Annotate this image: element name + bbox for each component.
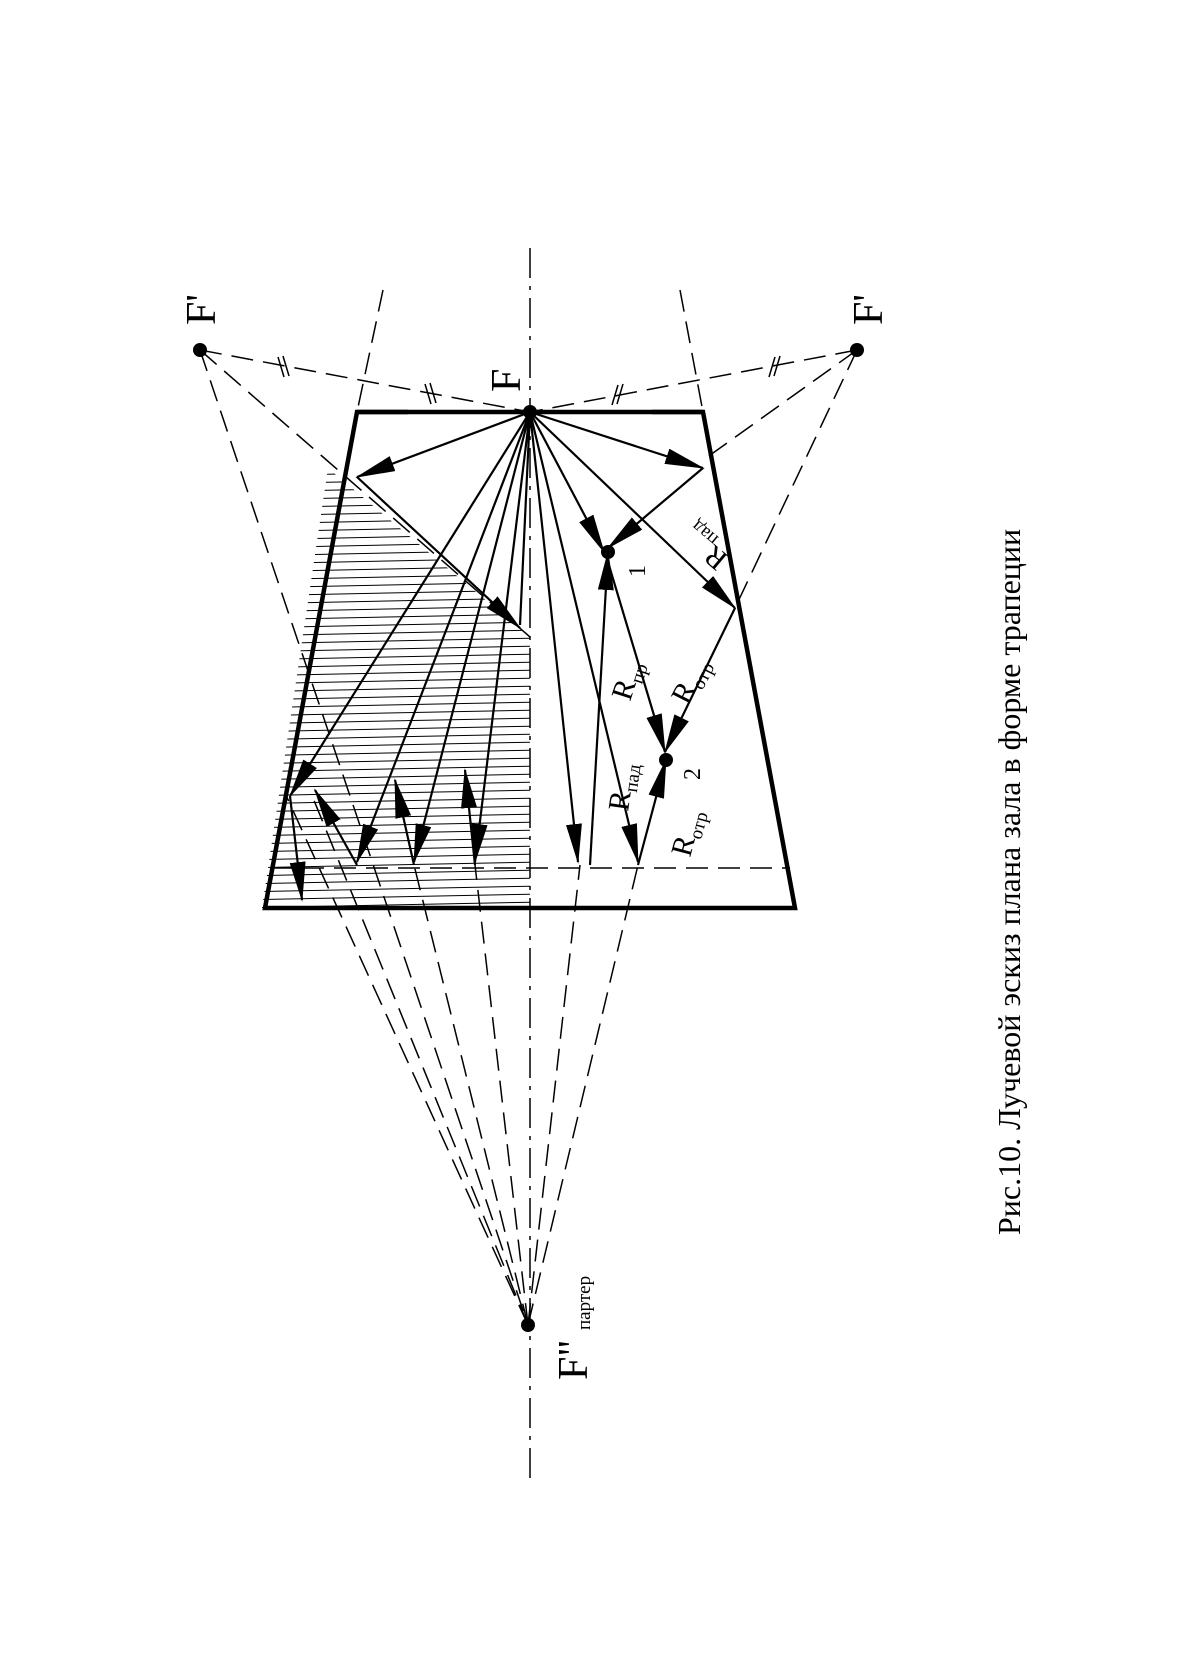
label-point-1: 1 xyxy=(625,565,651,577)
hatch-line xyxy=(262,813,530,821)
hatch-line xyxy=(262,709,530,717)
label-R-otr-upper: R отр xyxy=(665,659,719,709)
hatch-line xyxy=(262,653,530,661)
point-F-double-prime xyxy=(521,1318,535,1332)
label-F: F xyxy=(484,369,530,392)
hatch-line xyxy=(262,645,530,653)
hatch-line xyxy=(262,621,530,629)
construction-line-right xyxy=(529,349,858,413)
label-R-otr-lower: R отр xyxy=(665,810,713,860)
hatch-line xyxy=(262,733,530,741)
label-F-prime-left: F' xyxy=(179,294,225,325)
hatch-line xyxy=(262,477,530,485)
construction-line-left xyxy=(199,349,531,413)
label-F-double-prime-sub: партер xyxy=(574,1276,595,1330)
point-F-prime-right xyxy=(850,343,864,357)
hatch-line xyxy=(262,765,530,773)
label-F-prime-right: F' xyxy=(846,294,892,325)
hatch-line xyxy=(262,533,530,541)
hatch-line xyxy=(262,557,530,565)
left-wall-extension xyxy=(356,289,384,413)
svg-text:пад: пад xyxy=(621,762,646,793)
hatch-line xyxy=(262,637,530,645)
point-2 xyxy=(659,753,673,767)
hall-outline xyxy=(262,409,798,911)
hatch-line xyxy=(262,829,530,837)
direct-rays xyxy=(288,410,737,864)
hatch-line xyxy=(262,821,530,829)
hatch-line xyxy=(262,845,530,853)
reflected-rays xyxy=(288,467,736,902)
hatch-line xyxy=(262,565,530,573)
point-1 xyxy=(601,545,615,559)
hatch-line xyxy=(262,869,530,877)
hatch-line xyxy=(262,877,530,885)
svg-text:R: R xyxy=(602,789,637,813)
figure-caption: Рис.10. Лучевой эскиз плана зала в форме… xyxy=(991,529,1027,1235)
hatch-line xyxy=(262,469,530,477)
hatch-line xyxy=(262,493,530,501)
hatch-line xyxy=(262,781,530,789)
hatch-line xyxy=(262,893,530,901)
label-R-pr: R пр xyxy=(605,661,652,704)
hatch-line xyxy=(262,805,530,813)
label-F-double-prime: F" xyxy=(551,1339,597,1380)
hatch-line xyxy=(262,669,530,677)
point-F xyxy=(523,405,537,419)
hatch-line xyxy=(262,749,530,757)
hatch-line xyxy=(262,837,530,845)
hatch-line xyxy=(262,661,530,669)
hatch-line xyxy=(262,573,530,581)
hatch-line xyxy=(262,589,530,597)
hatch-line xyxy=(262,509,530,517)
hatch-line xyxy=(262,885,530,893)
hatch-line xyxy=(240,918,540,924)
right-wall-extension xyxy=(679,289,704,413)
hatch-line xyxy=(262,485,530,493)
hatch-line xyxy=(262,741,530,749)
hatch-line xyxy=(262,757,530,765)
point-F-prime-left xyxy=(193,343,207,357)
svg-text:отр: отр xyxy=(686,810,713,842)
label-point-2: 2 xyxy=(680,768,706,780)
hatch-line xyxy=(262,853,530,861)
hatch-line xyxy=(262,525,530,533)
hatch-line xyxy=(262,725,530,733)
hatch-line xyxy=(262,677,530,685)
hatch-line xyxy=(262,517,530,525)
hatch-line xyxy=(262,717,530,725)
hatch-line xyxy=(262,613,530,621)
hatch-line xyxy=(262,861,530,869)
hatch-line xyxy=(262,581,530,589)
label-R-pad-lower: R пад xyxy=(602,762,646,813)
